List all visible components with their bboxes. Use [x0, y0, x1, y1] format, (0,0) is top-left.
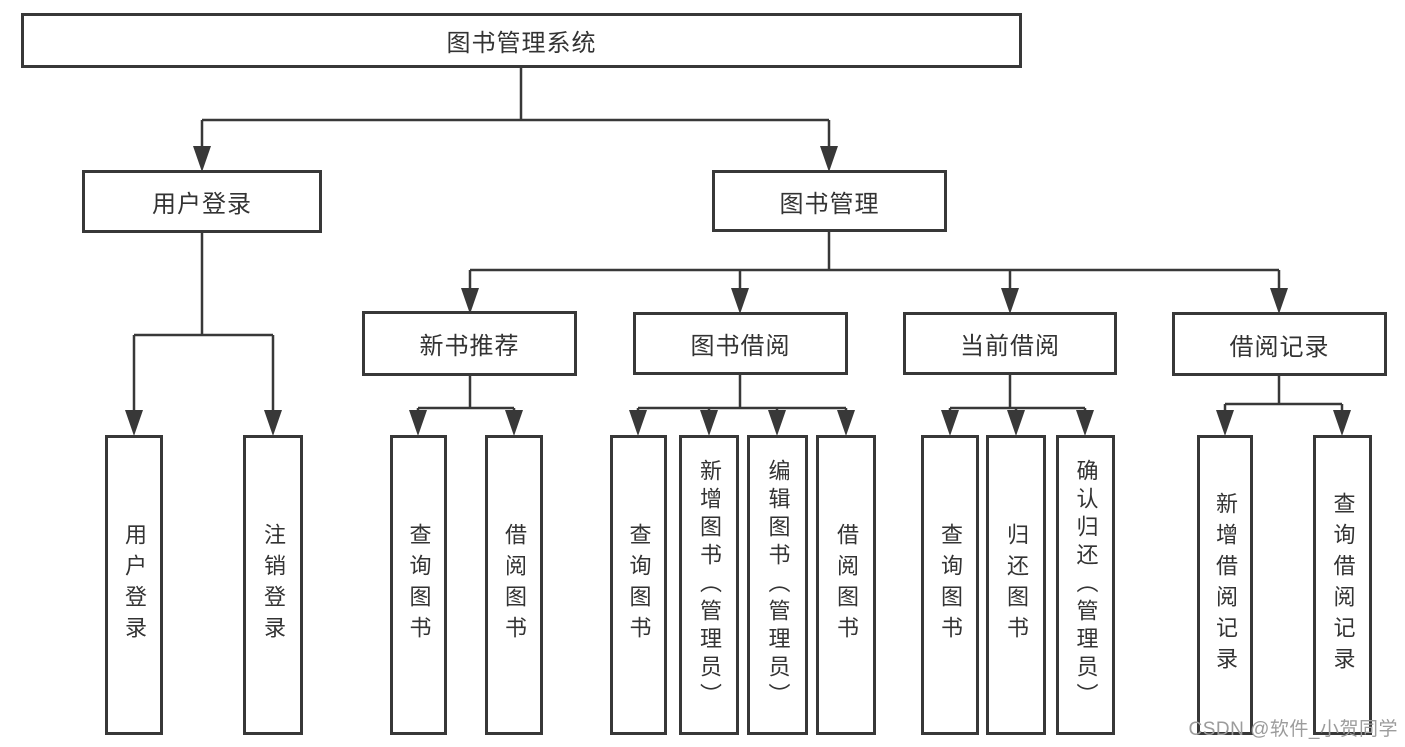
leaf-add-book-admin: 新增图书（管理员） — [679, 435, 739, 735]
leaf-confirm-return-admin: 确认归还（管理员） — [1056, 435, 1115, 735]
leaf-user-login: 用户登录 — [105, 435, 163, 735]
leaf-add-borrow-record: 新增借阅记录 — [1197, 435, 1253, 735]
leaf-borrow-books-under-recommend: 借阅图书 — [485, 435, 543, 735]
csdn-watermark: CSDN @软件_小贺同学 — [1188, 719, 1398, 740]
node-current-borrowing: 当前借阅 — [903, 312, 1117, 375]
node-book-management: 图书管理 — [712, 170, 947, 232]
node-user-login: 用户登录 — [82, 170, 322, 233]
node-new-book-recommendation: 新书推荐 — [362, 311, 577, 376]
arrow-down-icons — [125, 146, 1351, 436]
leaf-query-books-under-recommend: 查询图书 — [390, 435, 447, 735]
leaf-edit-book-admin: 编辑图书（管理员） — [747, 435, 808, 735]
leaf-query-books-under-current: 查询图书 — [921, 435, 979, 735]
leaf-query-books-under-borrowing: 查询图书 — [610, 435, 667, 735]
node-borrowing-records: 借阅记录 — [1172, 312, 1387, 376]
node-library-system-root: 图书管理系统 — [21, 13, 1022, 68]
leaf-logout: 注销登录 — [243, 435, 303, 735]
node-book-borrowing: 图书借阅 — [633, 312, 848, 375]
leaf-return-books: 归还图书 — [986, 435, 1046, 735]
leaf-borrow-books-under-borrowing: 借阅图书 — [816, 435, 876, 735]
leaf-query-borrow-record: 查询借阅记录 — [1313, 435, 1372, 735]
